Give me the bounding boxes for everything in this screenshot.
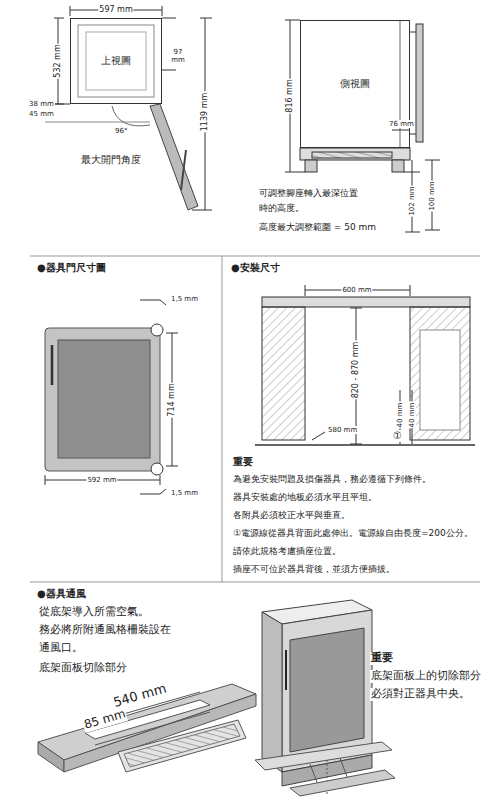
- dimension-label: 820 - 870 mm: [351, 341, 360, 400]
- note-text: 請依此規格考慮插座位置。: [232, 546, 342, 556]
- note-text: 通風口。: [38, 642, 84, 655]
- section-heading: ●安裝尺寸: [230, 262, 281, 274]
- section-heading: ●器具門尺寸圖: [36, 262, 107, 274]
- dimension-label: 816 mm: [285, 78, 294, 113]
- dimension-label: 1139 mm: [200, 92, 209, 133]
- dimension-label: 580 mm: [327, 426, 358, 434]
- view-title: 側視圖: [338, 77, 372, 91]
- note-text: 從底架導入所需空氣。: [38, 606, 150, 619]
- section-heading: 重要: [370, 652, 394, 665]
- dimension-label: 100 mm: [428, 180, 436, 211]
- dimension-label: 40 mm: [408, 402, 416, 429]
- note-text: 時的高度。: [258, 203, 305, 213]
- dimension-label: 38 mm: [28, 100, 55, 108]
- note-text: 最大開門角度: [80, 154, 142, 166]
- note-text: 為避免安裝問題及損傷器具，務必遵循下列條件。: [232, 474, 432, 484]
- note-text: 底架面板切除部分: [38, 662, 128, 675]
- dimension-label: 45 mm: [28, 110, 55, 118]
- dimension-label: ①: [392, 430, 403, 442]
- dimension-label: 1,5 mm: [170, 489, 199, 497]
- view-outline: 上視圖: [70, 18, 162, 104]
- dimension-label: 97 mm: [169, 48, 187, 64]
- note-text: 高度最大調整範圍 = 50 mm: [258, 222, 377, 232]
- note-text: 底架面板上的切除部分: [370, 670, 482, 683]
- dimension-label: 714 mm: [167, 382, 176, 417]
- view-outline: 側視圖: [300, 20, 410, 148]
- dimension-label: 1,5 mm: [170, 295, 199, 303]
- note-text: 必須對正器具中央。: [370, 688, 471, 701]
- note-text: 插座不可位於器具背後，並須方便插拔。: [232, 564, 396, 574]
- note-text: 務必將所附通風格柵裝設在: [38, 624, 172, 637]
- dimension-label: 102 mm: [408, 185, 416, 216]
- view-title: 上視圖: [99, 54, 133, 68]
- dimension-label: 592 mm: [86, 476, 117, 484]
- dimension-label: 597 mm: [98, 5, 133, 14]
- dimension-label: 96°: [114, 127, 128, 135]
- dimension-label: 76 mm: [388, 120, 415, 128]
- note-text: ①電源線從器具背面此處伸出。電源線自由長度=200公分。: [232, 528, 474, 538]
- note-text: 可調整腳座轉入最深位置: [258, 188, 359, 198]
- dimension-label: 40 mm: [396, 402, 404, 429]
- dimension-label: 532 mm: [53, 43, 62, 78]
- dimension-label: 600 mm: [341, 286, 372, 294]
- section-heading: 重要: [232, 456, 254, 468]
- note-text: 各附具必須校正水平與垂直。: [232, 510, 351, 520]
- section-heading: ●器具通風: [36, 588, 87, 600]
- note-text: 器具安裝處的地板必須水平且平坦。: [232, 492, 378, 502]
